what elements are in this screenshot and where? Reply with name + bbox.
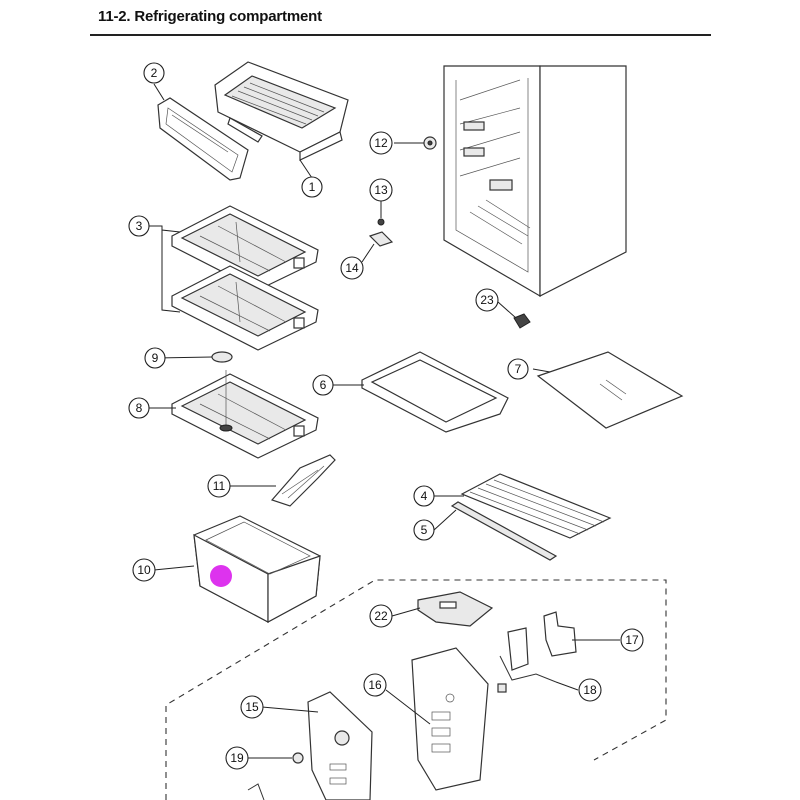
svg-text:12: 12 xyxy=(374,136,388,150)
callout-13: 13 xyxy=(369,178,393,202)
page-title: 11-2. Refrigerating compartment xyxy=(98,8,322,25)
part-6-frame xyxy=(361,351,509,433)
part-1-drawer xyxy=(214,61,349,161)
callout-18: 18 xyxy=(578,678,602,702)
callout-22: 22 xyxy=(369,604,393,628)
part-22-cover xyxy=(417,591,494,627)
callout-7: 7 xyxy=(507,358,529,380)
part-3-shelves xyxy=(171,205,319,351)
leader-lines xyxy=(148,83,620,759)
part-5-shelf-trim xyxy=(450,501,558,561)
svg-text:7: 7 xyxy=(515,362,522,376)
part-15-panel xyxy=(307,691,373,800)
svg-text:8: 8 xyxy=(136,401,143,415)
refrigerator-cabinet xyxy=(443,65,627,298)
svg-text:18: 18 xyxy=(583,683,597,697)
part-4-grate-shelf xyxy=(460,473,612,539)
callout-4: 4 xyxy=(413,485,435,507)
part-2-cover xyxy=(157,97,249,181)
svg-text:9: 9 xyxy=(152,351,159,365)
callout-14: 14 xyxy=(340,256,364,280)
svg-text:10: 10 xyxy=(137,563,151,577)
callout-11: 11 xyxy=(207,474,231,498)
svg-text:14: 14 xyxy=(345,261,359,275)
callout-5: 5 xyxy=(413,519,435,541)
callout-12: 12 xyxy=(369,131,393,155)
callout-15: 15 xyxy=(240,695,264,719)
svg-text:15: 15 xyxy=(245,700,259,714)
assembly-boundary xyxy=(165,579,667,800)
callout-1: 1 xyxy=(301,176,323,198)
callout-2: 2 xyxy=(143,62,165,84)
part-23-sensor xyxy=(513,313,531,329)
highlight-marker xyxy=(210,565,232,587)
callout-3: 3 xyxy=(128,215,150,237)
callout-19: 19 xyxy=(225,746,249,770)
svg-text:4: 4 xyxy=(421,489,428,503)
svg-text:19: 19 xyxy=(230,751,244,765)
callout-6: 6 xyxy=(312,374,334,396)
svg-text:3: 3 xyxy=(136,219,143,233)
part-19-plug xyxy=(292,752,304,764)
svg-text:22: 22 xyxy=(374,609,388,623)
svg-text:1: 1 xyxy=(309,180,316,194)
part-7-glass-shelf xyxy=(536,351,684,429)
part-12-knob xyxy=(423,136,437,150)
part-13-screw xyxy=(377,218,385,226)
callout-23: 23 xyxy=(475,288,499,312)
svg-text:2: 2 xyxy=(151,66,158,80)
svg-text:16: 16 xyxy=(368,678,382,692)
callout-10: 10 xyxy=(132,558,156,582)
callout-9: 9 xyxy=(144,347,166,369)
svg-text:5: 5 xyxy=(421,523,428,537)
svg-text:6: 6 xyxy=(320,378,327,392)
part-8-shelf xyxy=(171,351,319,459)
svg-text:13: 13 xyxy=(374,183,388,197)
svg-text:17: 17 xyxy=(625,633,639,647)
part-17-actuator xyxy=(507,611,577,671)
part-18-wire xyxy=(497,655,557,693)
part-10-vegetable-drawer xyxy=(193,515,321,624)
part-14-bracket xyxy=(368,231,394,247)
part-11-divider xyxy=(270,454,336,507)
callout-16: 16 xyxy=(363,673,387,697)
svg-text:11: 11 xyxy=(213,479,226,493)
title-underline xyxy=(90,34,711,36)
svg-text:23: 23 xyxy=(480,293,494,307)
part-16-panel xyxy=(411,647,489,791)
callout-8: 8 xyxy=(128,397,150,419)
wire-harness xyxy=(247,783,265,800)
callout-17: 17 xyxy=(620,628,644,652)
